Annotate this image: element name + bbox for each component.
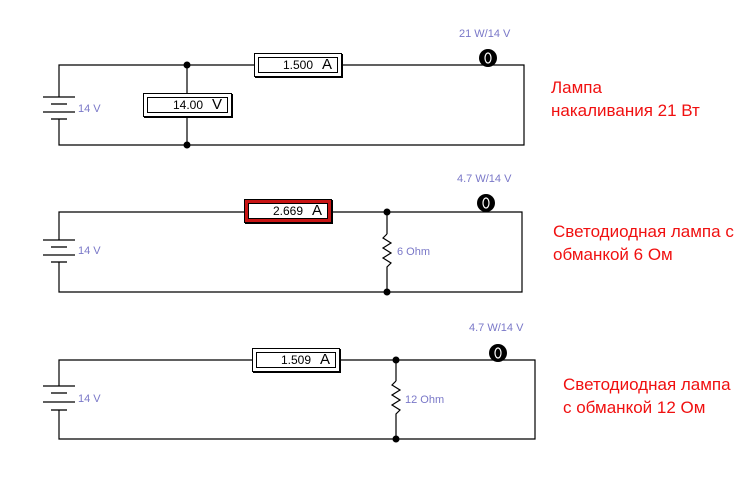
note-1: Лампа накаливания 21 Вт <box>551 76 700 122</box>
junction-node <box>392 435 400 443</box>
resistor-2-label: 6 Ohm <box>397 246 431 258</box>
junction-node <box>383 208 391 216</box>
lamp-3-icon <box>489 344 507 362</box>
battery-3-label: 14 V <box>78 393 101 405</box>
circuit-3-wires <box>58 356 536 443</box>
lamp-1-icon <box>479 49 497 67</box>
ammeter-2-value: 2.669 <box>272 204 303 218</box>
lamp-2-icon <box>477 194 495 212</box>
voltmeter-1[interactable]: 14.00 V <box>143 93 232 117</box>
battery-2-label: 14 V <box>78 245 101 257</box>
note-2-line: Светодиодная лампа с <box>553 222 734 241</box>
ammeter-3[interactable]: 1.509 A <box>252 348 340 372</box>
battery-3-icon <box>43 385 75 411</box>
ammeter-1-value: 1.500 <box>282 58 313 72</box>
resistor-3-label: 12 Ohm <box>405 394 445 406</box>
battery-1-label: 14 V <box>78 103 101 115</box>
note-2-line: обманкой 6 Ом <box>553 245 673 264</box>
ammeter-2-selected[interactable]: 2.669 A <box>244 199 332 223</box>
junction-node <box>392 356 400 364</box>
lamp-3-label: 4.7 W/14 V <box>469 322 524 334</box>
circuit-1-wires <box>58 61 525 149</box>
junction-node <box>183 61 191 69</box>
ammeter-1-unit: A <box>321 56 332 73</box>
ammeter-3-value: 1.509 <box>280 353 311 367</box>
junction-node <box>383 288 391 296</box>
ammeter-2-unit: A <box>311 202 322 219</box>
note-1-line: Лампа <box>551 78 602 97</box>
battery-2-icon <box>43 239 75 263</box>
note-3: Светодиодная лампа с обманкой 12 Ом <box>563 373 731 419</box>
note-3-line: с обманкой 12 Ом <box>563 398 706 417</box>
junction-node <box>183 141 191 149</box>
voltmeter-1-value: 14.00 <box>172 98 203 112</box>
voltmeter-1-unit: V <box>211 96 222 113</box>
ammeter-3-unit: A <box>319 351 330 368</box>
note-2: Светодиодная лампа с обманкой 6 Ом <box>553 220 734 266</box>
circuit-2-wires <box>58 208 523 296</box>
battery-1-icon <box>43 96 75 120</box>
ammeter-1[interactable]: 1.500 A <box>254 53 342 77</box>
lamp-2-label: 4.7 W/14 V <box>457 173 512 185</box>
note-3-line: Светодиодная лампа <box>563 375 731 394</box>
lamp-1-label: 21 W/14 V <box>459 28 511 40</box>
note-1-line: накаливания 21 Вт <box>551 101 700 120</box>
